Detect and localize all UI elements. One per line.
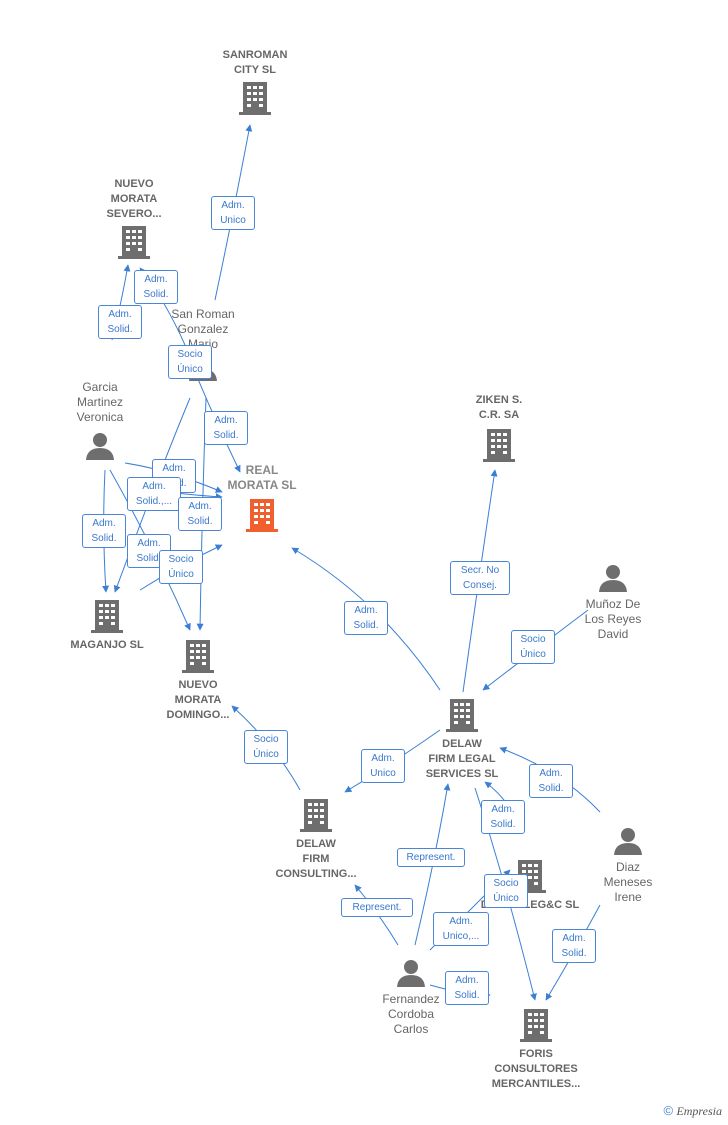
node-munoz-de-los-reyes-david[interactable]: Muñoz De Los Reyes David (563, 563, 663, 642)
copyright-symbol: © (663, 1103, 674, 1118)
person-icon (86, 433, 114, 460)
node-delaw-firm-legal-services[interactable]: DELAW FIRM LEGAL SERVICES SL (412, 697, 512, 782)
node-maganjo[interactable]: MAGANJO SL (57, 598, 157, 653)
node-real-morata[interactable]: REAL MORATA SL (212, 463, 312, 533)
building-icon (239, 82, 271, 115)
node-label: REAL MORATA SL (227, 463, 297, 492)
building-icon (520, 1009, 552, 1042)
node-label: NUEVO MORATA DOMINGO... (166, 679, 230, 721)
node-label: Garcia Martinez Veronica (76, 380, 124, 424)
building-icon (483, 429, 515, 462)
person-icon (599, 565, 627, 592)
building-icon (182, 640, 214, 673)
relation-label[interactable]: Adm. Solid. (529, 764, 573, 798)
node-delaw-firm-consulting[interactable]: DELAW FIRM CONSULTING... (266, 797, 366, 882)
building-icon (246, 499, 278, 532)
node-garcia-martinez-veronica[interactable]: Garcia Martinez Veronica (50, 380, 150, 461)
brand-name: Empresia (676, 1104, 722, 1118)
node-diaz-meneses-irene[interactable]: Diaz Meneses Irene (578, 826, 678, 905)
building-icon (300, 799, 332, 832)
building-icon (91, 600, 123, 633)
building-icon (446, 699, 478, 732)
relation-label[interactable]: Socio Único (511, 630, 555, 664)
footer-brand[interactable]: © Empresia (664, 1103, 723, 1119)
relation-label[interactable]: Socio Único (168, 345, 212, 379)
node-fernandez-cordoba-carlos[interactable]: Fernandez Cordoba Carlos (361, 958, 461, 1037)
node-label: Fernandez Cordoba Carlos (382, 992, 440, 1036)
relation-label[interactable]: Adm. Unico,... (433, 912, 489, 946)
node-label: SANROMAN CITY SL (222, 49, 288, 76)
relation-label[interactable]: Adm. Solid. (178, 497, 222, 531)
relation-label[interactable]: Secr. No Consej. (450, 561, 510, 595)
relation-label[interactable]: Adm. Unico (361, 749, 405, 783)
relation-label[interactable]: Socio Único (484, 874, 528, 908)
relation-label[interactable]: Adm. Solid. (82, 514, 126, 548)
node-label: Muñoz De Los Reyes David (584, 597, 642, 641)
node-label: Diaz Meneses Irene (603, 860, 653, 904)
node-ziken[interactable]: ZIKEN S. C.R. SA (449, 393, 549, 463)
node-label: NUEVO MORATA SEVERO... (106, 178, 162, 220)
node-foris-consultores[interactable]: FORIS CONSULTORES MERCANTILES... (481, 1007, 591, 1092)
node-nuevo-morata-domingo[interactable]: NUEVO MORATA DOMINGO... (148, 638, 248, 723)
relation-label[interactable]: Adm. Solid. (445, 971, 489, 1005)
relation-label[interactable]: Represent. (397, 848, 465, 867)
relation-label[interactable]: Represent. (341, 898, 413, 917)
relation-label[interactable]: Adm. Solid. (552, 929, 596, 963)
relation-label[interactable]: Adm. Solid. (344, 601, 388, 635)
relation-label[interactable]: Adm. Solid. (204, 411, 248, 445)
relation-label[interactable]: Adm. Solid. (98, 305, 142, 339)
building-icon (118, 226, 150, 259)
node-label: DELAW FIRM CONSULTING... (275, 838, 357, 880)
relation-label[interactable]: Socio Único (159, 550, 203, 584)
node-nuevo-morata-severo[interactable]: NUEVO MORATA SEVERO... (84, 177, 184, 260)
relation-label[interactable]: Adm. Solid.,... (127, 477, 181, 511)
node-label: DELAW FIRM LEGAL SERVICES SL (425, 738, 499, 780)
node-label: ZIKEN S. C.R. SA (475, 394, 523, 421)
person-icon (397, 960, 425, 987)
relation-label[interactable]: Adm. Solid. (134, 270, 178, 304)
relation-label[interactable]: Adm. Unico (211, 196, 255, 230)
relation-label[interactable]: Adm. Solid. (481, 800, 525, 834)
node-sanroman-city[interactable]: SANROMAN CITY SL (205, 48, 305, 116)
relation-label[interactable]: Socio Único (244, 730, 288, 764)
node-label: MAGANJO SL (70, 639, 144, 651)
person-icon (614, 828, 642, 855)
node-label: FORIS CONSULTORES MERCANTILES... (491, 1048, 581, 1090)
